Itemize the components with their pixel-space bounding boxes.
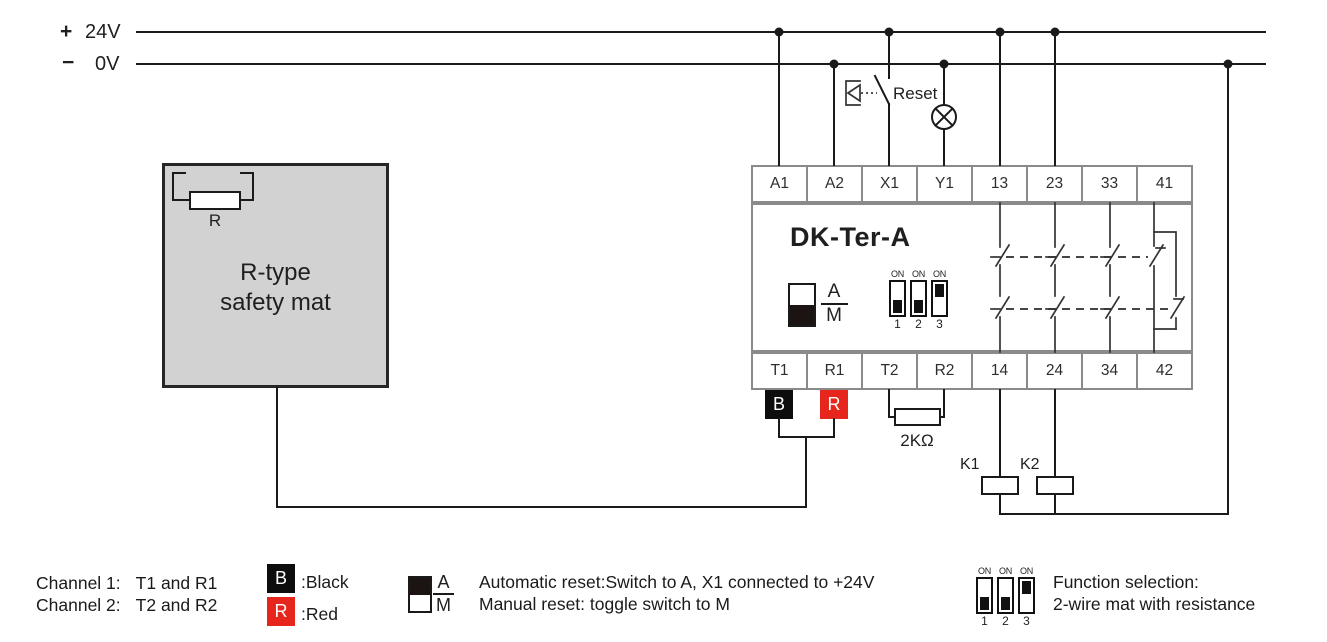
terminal-y1: Y1 xyxy=(918,167,973,201)
mat-title-line1: R-type xyxy=(240,259,311,286)
reset-label: Reset xyxy=(893,84,938,103)
dip-slider-3 xyxy=(931,280,948,317)
terminating-resistor-symbol xyxy=(888,389,945,426)
legend-dip-slider-1 xyxy=(976,577,993,614)
power-rails xyxy=(136,31,1266,65)
legend-manual-reset: Manual reset: toggle switch to M xyxy=(479,594,730,614)
dip-on-label: ON xyxy=(999,566,1012,576)
junction-dots xyxy=(774,27,1233,69)
am-toggle-switch xyxy=(788,283,816,327)
terminal-x1: X1 xyxy=(863,167,918,201)
legend-channel1: Channel 1: T1 and R1 xyxy=(36,572,217,594)
dip-switch-1: ON 1 xyxy=(889,269,906,331)
rail-24v-label: 24V xyxy=(85,21,121,43)
dip-on-label: ON xyxy=(1020,566,1033,576)
indicator-lamp-icon xyxy=(931,104,957,130)
mat-loop-wires xyxy=(276,387,835,508)
dip-slider-2 xyxy=(910,280,927,317)
terminal-33: 33 xyxy=(1083,167,1138,201)
red-wire-tag: R xyxy=(820,390,848,419)
legend-am-toggle xyxy=(408,576,432,613)
am-toggle-top-white xyxy=(790,285,814,305)
legend-am-bottom-white xyxy=(410,595,430,612)
dip-switch-3: ON 3 xyxy=(931,269,948,331)
relay-coil-k1 xyxy=(981,476,1019,495)
mat-title-line2: safety mat xyxy=(220,289,331,316)
relay-coil-k2 xyxy=(1036,476,1074,495)
terminal-strip-bottom: T1 R1 T2 R2 14 24 34 42 xyxy=(751,352,1193,390)
legend-dip-1: ON 1 xyxy=(976,566,993,628)
terminal-34: 34 xyxy=(1083,354,1138,388)
dip-number-1: 1 xyxy=(894,317,901,331)
terminal-t2: T2 xyxy=(863,354,918,388)
legend-dip-number-3: 3 xyxy=(1023,614,1030,628)
legend-function-desc: 2-wire mat with resistance xyxy=(1053,594,1256,614)
rail-0v-label: 0V xyxy=(95,53,120,75)
legend-dip-slider-2 xyxy=(997,577,1014,614)
legend-am-divider xyxy=(433,593,454,595)
legend-am-top-black xyxy=(410,578,430,595)
legend-channel1-value: T1 and R1 xyxy=(135,573,218,593)
terminal-41: 41 xyxy=(1155,175,1174,192)
terminal-13: 13 xyxy=(973,167,1028,201)
relay-k1-label: K1 xyxy=(960,456,980,473)
dip-number-3: 3 xyxy=(936,317,943,331)
relay-k2-label: K2 xyxy=(1020,456,1040,473)
legend-function-title: Function selection: xyxy=(1053,572,1199,592)
dip-on-label: ON xyxy=(912,269,925,279)
terminal-strip-top: A1 A2 X1 Y1 13 23 33 41 xyxy=(751,165,1193,203)
dip-on-label: ON xyxy=(978,566,991,576)
legend-am-a: A xyxy=(437,572,450,592)
black-wire-tag: B xyxy=(765,390,793,419)
dip-switch: ON 1 ON 2 ON 3 xyxy=(889,269,948,331)
terminating-resistor-label: 2KΩ xyxy=(900,431,934,450)
dip-on-label: ON xyxy=(933,269,946,279)
dip-number-2: 2 xyxy=(915,317,922,331)
legend-channel2-label: Channel 2: xyxy=(36,595,121,615)
terminal-a1: A1 xyxy=(753,167,808,201)
legend-black-label: :Black xyxy=(301,572,349,592)
reset-switch-symbol xyxy=(845,74,891,106)
dip-slider-1 xyxy=(889,280,906,317)
am-toggle-bottom-black xyxy=(790,305,814,325)
legend-dip-2: ON 2 xyxy=(997,566,1014,628)
legend-black-tag: B xyxy=(267,564,295,593)
legend-channel2-value: T2 and R2 xyxy=(135,595,218,615)
legend-dip-slider-3 xyxy=(1018,577,1035,614)
legend-dip-number-2: 2 xyxy=(1002,614,1009,628)
am-m-label: M xyxy=(826,305,842,326)
legend-channel1-label: Channel 1: xyxy=(36,573,121,593)
terminal-23: 23 xyxy=(1028,167,1083,201)
terminal-42: 42 xyxy=(1155,362,1174,379)
legend-dip-number-1: 1 xyxy=(981,614,988,628)
legend-dip-switch: ON 1 ON 2 ON 3 xyxy=(976,566,1035,628)
legend-am-m: M xyxy=(436,595,451,615)
dip-switch-2: ON 2 xyxy=(910,269,927,331)
am-toggle-labels: A M xyxy=(820,282,848,326)
legend-red-tag: R xyxy=(267,597,295,626)
am-a-label: A xyxy=(827,281,841,302)
terminal-24: 24 xyxy=(1028,354,1083,388)
minus-sign: − xyxy=(62,51,75,74)
terminal-r1: R1 xyxy=(808,354,863,388)
mat-resistor-label: R xyxy=(208,211,222,230)
legend-dip-3: ON 3 xyxy=(1018,566,1035,628)
module-name: DK-Ter-A xyxy=(790,222,911,252)
legend-channel2: Channel 2: T2 and R2 xyxy=(36,594,217,616)
terminal-14: 14 xyxy=(973,354,1028,388)
plus-sign: + xyxy=(60,20,73,43)
terminal-t1: T1 xyxy=(753,354,808,388)
terminal-r2: R2 xyxy=(918,354,973,388)
terminal-a2: A2 xyxy=(808,167,863,201)
dip-on-label: ON xyxy=(891,269,904,279)
legend-red-label: :Red xyxy=(301,604,338,624)
legend-am-labels: A M xyxy=(432,573,455,615)
am-divider xyxy=(820,303,848,305)
legend-auto-reset: Automatic reset:Switch to A, X1 connecte… xyxy=(479,572,875,592)
